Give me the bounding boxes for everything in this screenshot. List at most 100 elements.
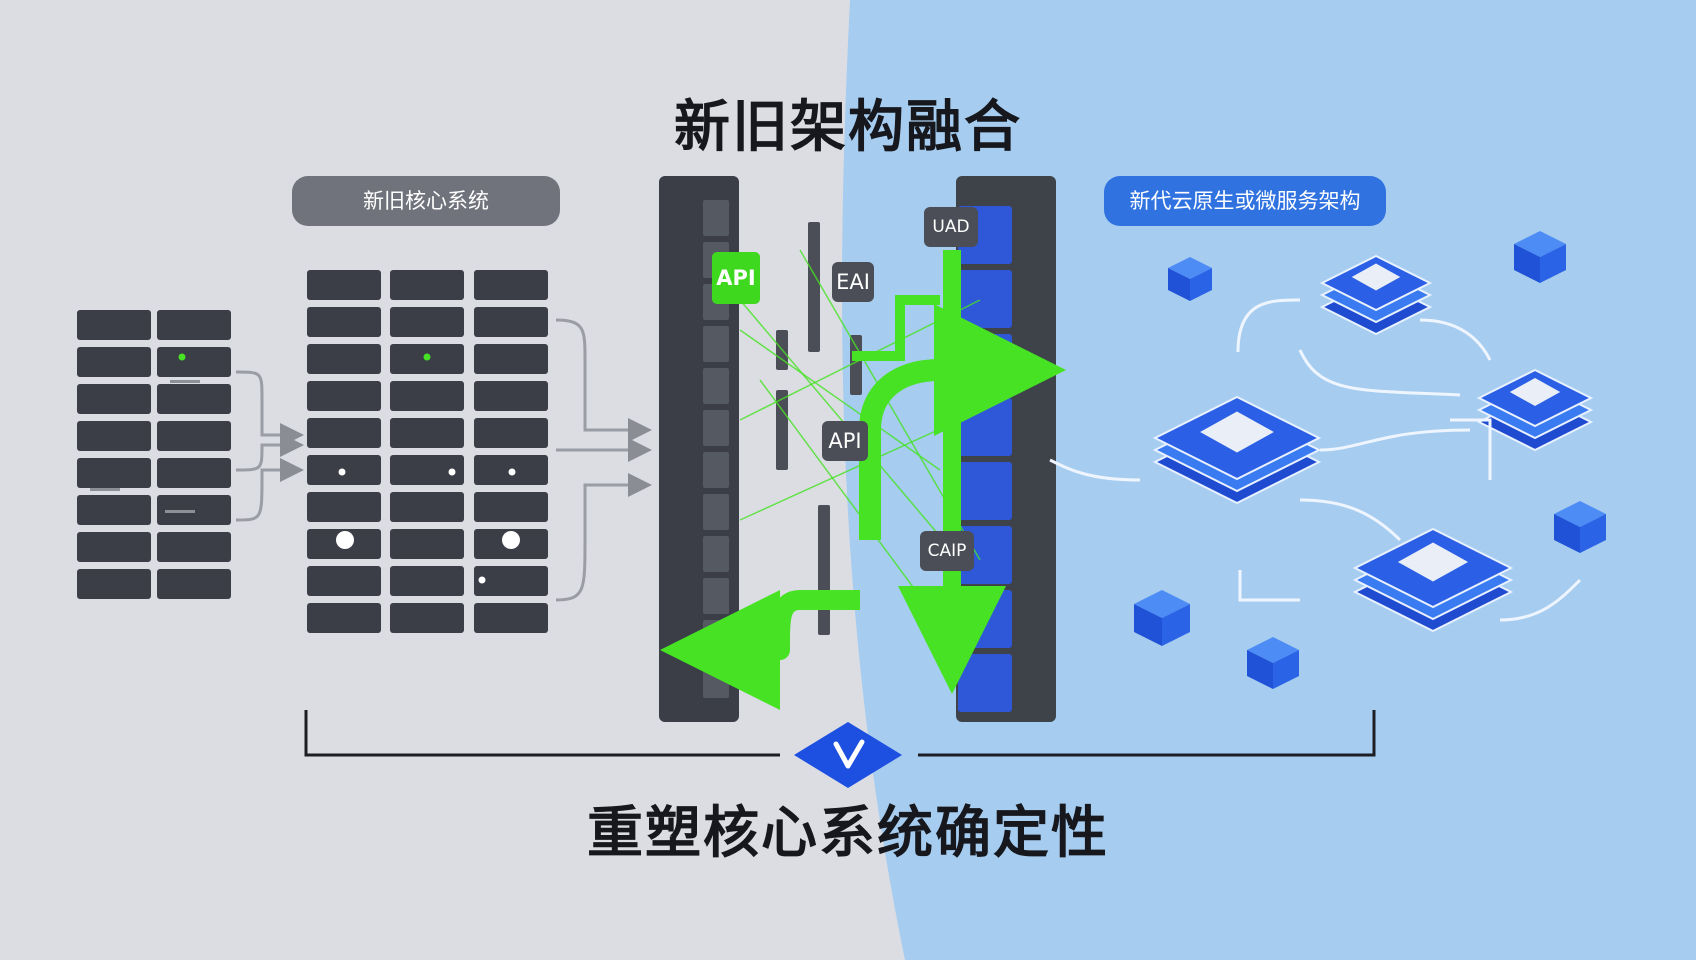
legacy-rack-slot — [307, 307, 381, 337]
gateway-panel-cell-blue — [958, 270, 1012, 328]
cloud-connector — [1499, 578, 1582, 622]
legacy-system-label: 新旧核心系统 — [292, 176, 560, 226]
legacy-rack-slot — [77, 347, 151, 377]
legacy-rack-slot — [157, 421, 231, 451]
legacy-rack-slot — [157, 310, 231, 340]
legacy-rack-slot — [390, 529, 464, 559]
middleware-bar — [850, 335, 862, 395]
legacy-connector-arrow — [235, 433, 304, 472]
legacy-rack-slot — [474, 270, 548, 300]
gateway-panel-cell — [703, 536, 729, 572]
bridge-arrow-left — [660, 590, 860, 710]
legacy-connector-arrow — [555, 318, 652, 442]
legacy-rack-slot — [307, 566, 381, 596]
main-title: 新旧架构融合 — [674, 95, 1022, 160]
legacy-rack-slot — [390, 492, 464, 522]
gateway-panel-cell — [703, 368, 729, 404]
legacy-rack-slot — [474, 381, 548, 411]
legacy-rack-slot — [474, 492, 548, 522]
legacy-rack-slot — [157, 384, 231, 414]
cloud-connector — [1299, 498, 1402, 542]
legacy-rack-slot — [390, 307, 464, 337]
legacy-rack-slot — [474, 603, 548, 633]
caip-label: CAIP — [920, 531, 974, 571]
rack-line — [170, 380, 200, 383]
legacy-rack-slot — [77, 495, 151, 525]
legacy-rack-slot — [390, 381, 464, 411]
cloud-connector — [1319, 428, 1471, 452]
legacy-rack-slot — [474, 566, 548, 596]
cloud-native-label: 新代云原生或微服务架构 — [1104, 176, 1386, 226]
legacy-rack-slot — [77, 569, 151, 599]
gateway-panel-cell-blue — [958, 654, 1012, 712]
gateway-panel-cell — [703, 494, 729, 530]
rack-port — [336, 531, 354, 549]
cloud-cube — [1134, 604, 1162, 646]
legacy-rack-slot — [157, 347, 231, 377]
legacy-rack-slot — [157, 532, 231, 562]
legacy-connector-arrow — [235, 458, 304, 522]
legacy-rack-slot — [474, 418, 548, 448]
legacy-rack-slot — [77, 421, 151, 451]
cloud-cube — [1514, 244, 1540, 283]
cloud-cube — [1554, 514, 1580, 553]
legacy-rack-slot — [307, 492, 381, 522]
rack-line — [165, 510, 195, 513]
legacy-rack-slot — [157, 569, 231, 599]
api-label-middle: API — [822, 421, 868, 461]
gateway-panel-cell-blue — [958, 590, 1012, 648]
middleware-bar — [808, 222, 820, 352]
legacy-rack-slot — [390, 418, 464, 448]
rack-indicator — [448, 468, 456, 476]
gateway-panel-cell — [703, 662, 729, 698]
middleware-bar — [818, 505, 830, 635]
integration-line — [739, 419, 961, 521]
bracket-left — [304, 710, 780, 757]
gateway-panel-cell-blue — [958, 398, 1012, 456]
legacy-rack-slot — [77, 458, 151, 488]
legacy-rack-slot — [77, 532, 151, 562]
rack-indicator — [338, 468, 346, 476]
cloud-cube — [1190, 268, 1212, 301]
uad-label: UAD — [924, 207, 978, 247]
bridge-arrow-small — [852, 295, 940, 361]
cloud-connector — [1236, 298, 1301, 353]
gateway-panel-cell — [703, 410, 729, 446]
gateway-panel-cell — [703, 326, 729, 362]
cloud-cube — [1162, 604, 1190, 646]
legacy-rack-slot — [307, 270, 381, 300]
cloud-connector — [1049, 458, 1141, 482]
cloud-cube — [1540, 244, 1566, 283]
legacy-rack-slot — [157, 458, 231, 488]
rack-indicator — [478, 576, 486, 584]
gateway-panel-cell — [703, 200, 729, 236]
legacy-rack-slot — [390, 566, 464, 596]
middleware-bar — [776, 390, 788, 470]
gateway-panel-cell — [703, 578, 729, 614]
bracket-right — [918, 710, 1376, 757]
cloud-connector — [1450, 418, 1492, 480]
legacy-connector-arrow — [235, 370, 304, 447]
rack-indicator — [178, 353, 186, 361]
rack-line — [90, 488, 120, 491]
legacy-rack-slot — [307, 418, 381, 448]
cloud-cube — [1168, 268, 1190, 301]
rack-indicator — [508, 468, 516, 476]
bridge-arrow-right — [859, 304, 1066, 540]
cloud-cube — [1273, 650, 1299, 689]
v-badge-icon — [794, 722, 902, 788]
rack-indicator — [423, 353, 431, 361]
legacy-rack-slot — [77, 310, 151, 340]
legacy-rack-slot — [474, 344, 548, 374]
legacy-rack-slot — [307, 603, 381, 633]
cloud-server-stack-top — [1351, 263, 1401, 291]
cloud-connector — [1419, 318, 1492, 361]
api-gateway-label-green: API — [712, 252, 760, 304]
bottom-title: 重塑核心系统确定性 — [587, 801, 1109, 866]
integration-line — [759, 379, 931, 611]
gateway-panel-cell — [703, 452, 729, 488]
legacy-connector-arrow — [555, 473, 652, 602]
legacy-rack-slot — [77, 384, 151, 414]
